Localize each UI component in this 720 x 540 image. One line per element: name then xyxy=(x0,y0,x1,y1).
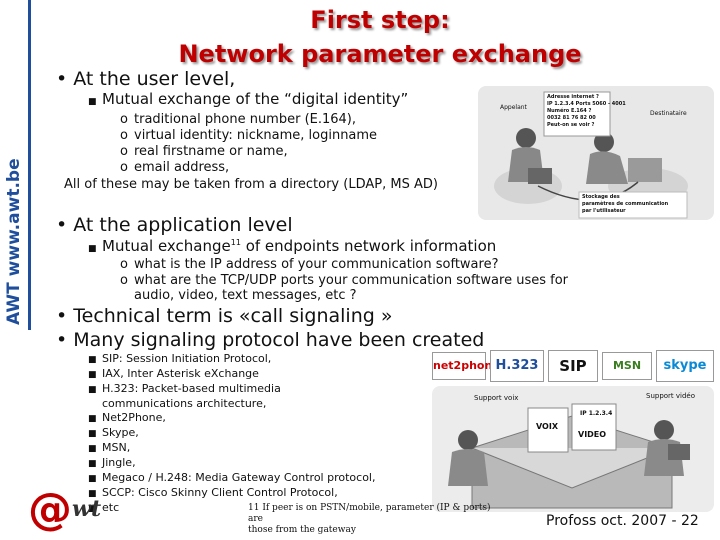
footnote: 11 If peer is on PSTN/mobile, parameter … xyxy=(248,503,491,535)
list-item: ■SCCP: Cisco Skinny Client Control Proto… xyxy=(88,486,338,499)
voice-support-label: Support voix xyxy=(474,394,519,402)
envelope-figure: Support voix Support vidéo IP 1.2.3.4 VO… xyxy=(432,386,714,512)
sip-logo: SIP xyxy=(548,350,598,382)
section2-item: ■Mutual exchange11 of endpoints network … xyxy=(88,237,497,255)
video-support-label: Support vidéo xyxy=(646,392,696,400)
protocol-logos: net2phone H.323 SIP MSN skype xyxy=(432,350,714,384)
msn-logo: MSN xyxy=(602,352,652,380)
list-item: ■Net2Phone, xyxy=(88,411,166,424)
h323-logo: H.323 xyxy=(490,350,544,382)
protocol-list: ■SIP: Session Initiation Protocol, ■IAX,… xyxy=(88,352,375,516)
list-item: ■Jingle, xyxy=(88,456,136,469)
voix-text: VOIX xyxy=(536,422,558,431)
net2phone-logo: net2phone xyxy=(432,352,500,380)
title-line1: First step: xyxy=(310,6,450,34)
skype-logo: skype xyxy=(656,350,714,382)
identity-exchange-figure: Appelant Destinataire Adresse internet ?… xyxy=(478,86,714,220)
section3-heading2: • Many signaling protocol have been crea… xyxy=(56,329,485,351)
list-item: ■MSN, xyxy=(88,441,131,454)
sidebar-label: AWT www.awt.be xyxy=(4,158,24,325)
storage-caption: Stockage des paramètres de communication… xyxy=(582,194,669,214)
logo-wt: wt xyxy=(72,496,102,522)
section1-heading: • At the user level, xyxy=(56,68,236,90)
list-item: ■Megaco / H.248: Media Gateway Control p… xyxy=(88,471,376,484)
square-bullet-icon: ■ xyxy=(88,97,97,107)
identity-card: Adresse internet ? IP 1.2.3.4 Ports 5060… xyxy=(547,94,626,128)
logo-at: @ xyxy=(28,484,72,535)
list-item: ■Skype, xyxy=(88,426,139,439)
section2-heading: • At the application level xyxy=(56,214,293,236)
title-line2: Network parameter exchange xyxy=(178,40,582,68)
list-item-cont: communications architecture, xyxy=(102,397,267,410)
section2-subitem-cont: audio, video, text messages, etc ? xyxy=(134,288,357,303)
list-item: ■IAX, Inter Asterisk eXchange xyxy=(88,367,259,380)
video-text: VIDEO xyxy=(578,430,607,439)
sidebar-rule xyxy=(28,0,31,330)
section1-note: All of these may be taken from a directo… xyxy=(64,177,438,192)
footer-text: Profoss oct. 2007 - 22 xyxy=(546,513,699,529)
list-item: ■SIP: Session Initiation Protocol, xyxy=(88,352,272,365)
envelope-card-text: IP 1.2.3.4 xyxy=(580,410,613,417)
section3-heading1: • Technical term is «call signaling » xyxy=(56,305,393,327)
list-item: ■etc xyxy=(88,501,120,514)
section1-item: ■Mutual exchange of the “digital identit… xyxy=(88,90,409,108)
list-item: ■H.323: Packet-based multimedia xyxy=(88,382,281,395)
awt-logo: @ wt xyxy=(28,484,108,535)
sidebar: AWT www.awt.be xyxy=(0,0,31,540)
callee-label: Destinataire xyxy=(650,110,687,117)
square-bullet-icon: ■ xyxy=(88,244,97,254)
caller-label: Appelant xyxy=(500,104,527,111)
